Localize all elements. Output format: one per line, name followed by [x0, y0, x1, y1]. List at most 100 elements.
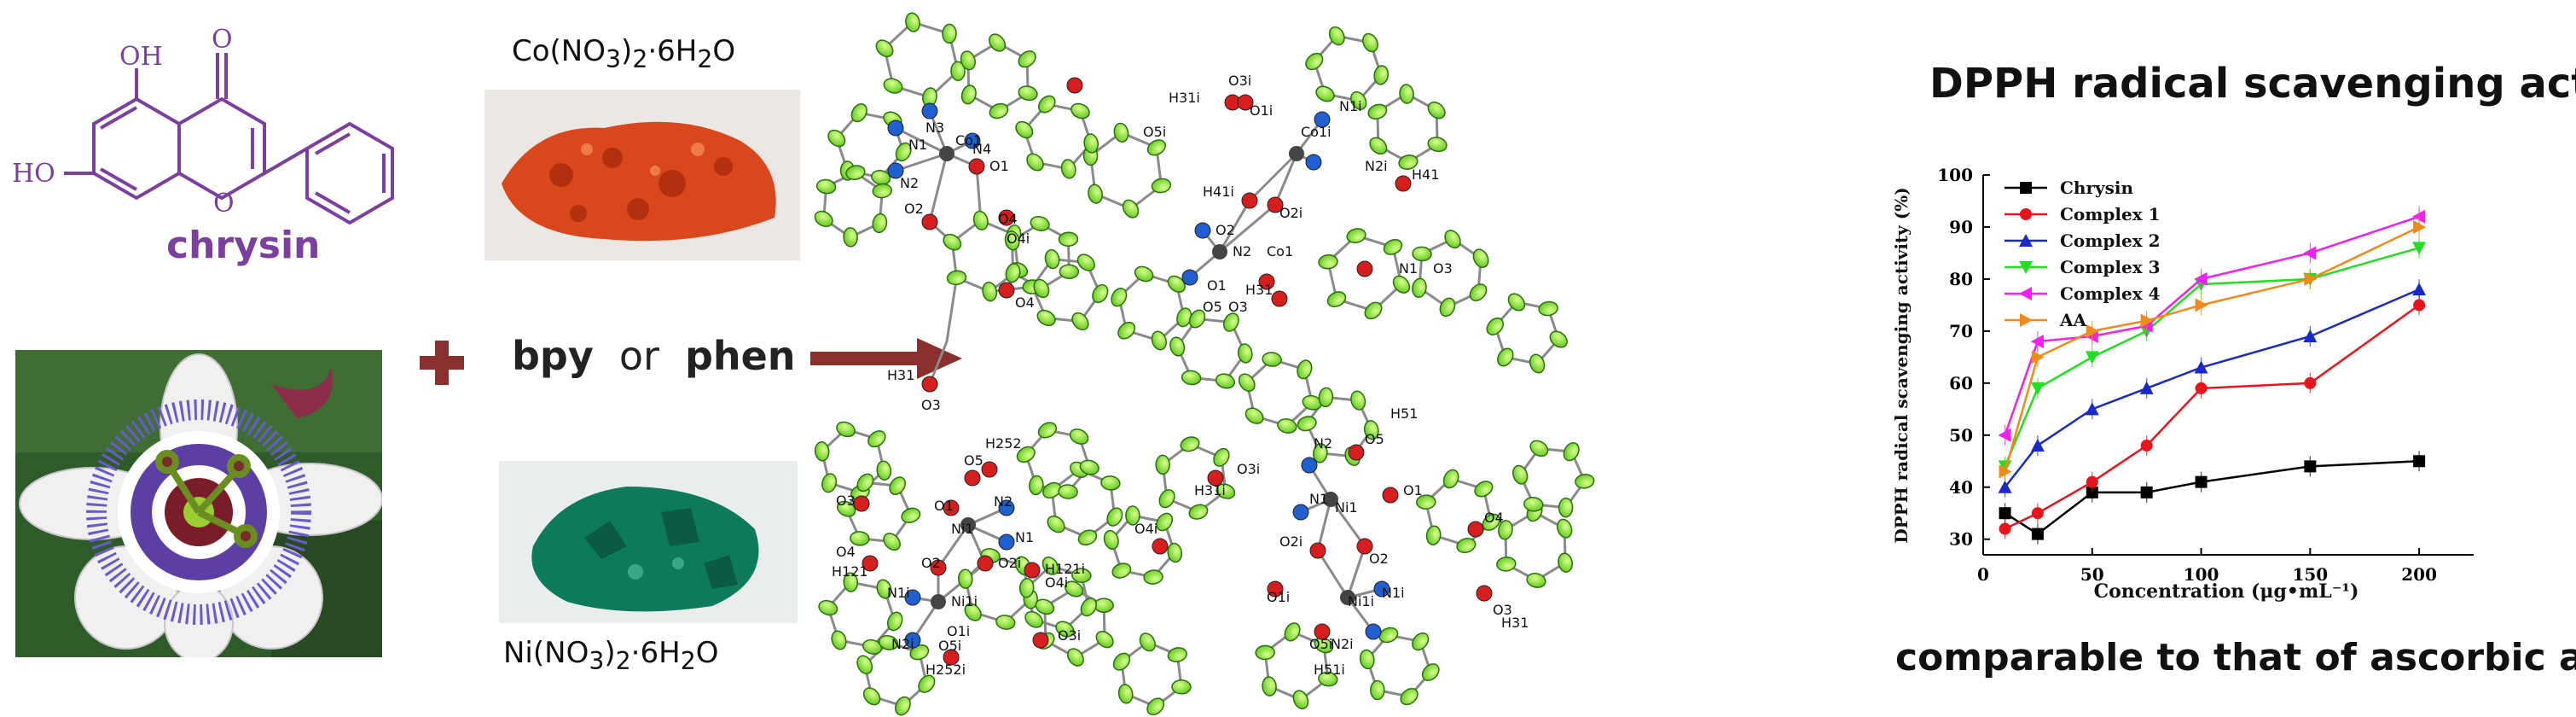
data-point — [2412, 209, 2426, 224]
data-point — [2030, 382, 2045, 395]
carbon-atom — [1035, 598, 1055, 615]
data-point — [2304, 271, 2318, 286]
oxygen-atom — [981, 461, 998, 478]
carbon-atom — [1359, 649, 1375, 670]
carbon-atom — [1069, 428, 1089, 445]
atom-label: Ni1 — [1335, 499, 1358, 516]
carbon-atom — [1305, 52, 1324, 71]
atom-label: H31i — [1194, 482, 1226, 498]
carbon-atom — [1318, 671, 1338, 687]
carbon-atom — [950, 61, 966, 82]
carbon-atom — [1427, 137, 1448, 153]
data-point — [2304, 460, 2317, 473]
carbon-atom — [943, 233, 962, 251]
oxygen-atom — [964, 469, 981, 487]
carbon-atom — [836, 500, 856, 517]
carbon-atom — [1112, 652, 1131, 671]
atom-label: N1i — [1339, 98, 1362, 114]
carbon-atom — [1167, 542, 1183, 563]
atom-label: O1i — [1267, 589, 1290, 605]
oxygen-atom — [1207, 469, 1224, 487]
atom-label: Co1 — [1267, 243, 1293, 259]
data-point — [2031, 528, 2044, 540]
carbon-atom — [1222, 312, 1239, 332]
nitrogen-atom — [887, 162, 904, 179]
carbon-atom — [1060, 159, 1076, 179]
carbon-atom — [895, 142, 912, 162]
data-point — [1998, 480, 2012, 493]
carbon-atom — [1071, 568, 1092, 583]
oxygen-atom — [862, 555, 879, 572]
atom-label: O1 — [1403, 482, 1423, 498]
carbon-atom — [872, 213, 888, 234]
carbon-atom — [1362, 32, 1378, 53]
carbon-atom — [946, 270, 967, 286]
data-point — [2195, 475, 2208, 488]
atom-label: N1i — [1382, 585, 1405, 601]
atom-label: O5i — [938, 638, 961, 654]
atom-label: O2 — [1215, 222, 1235, 238]
oxygen-atom — [968, 158, 985, 175]
series-complex-1 — [1999, 294, 2426, 539]
atom-label: N3 — [925, 120, 944, 136]
atom-label: H51i — [1314, 662, 1345, 678]
carbon-atom — [1111, 563, 1132, 579]
oxygen-atom — [921, 213, 938, 230]
carbon-atom — [1237, 343, 1253, 364]
carbon-atom — [1139, 632, 1156, 652]
atom-label: O4 — [1015, 294, 1035, 311]
carbon-atom — [889, 476, 907, 496]
carbon-atom — [1094, 598, 1114, 613]
y-tick-label: 40 — [1949, 477, 1973, 498]
atom-label: O3 — [921, 397, 941, 413]
atom-label: N2 — [1233, 243, 1251, 259]
legend-marker — [2020, 208, 2032, 220]
carbon-atom — [856, 655, 873, 675]
carbon-atom — [1482, 513, 1500, 531]
data-point — [2086, 475, 2098, 488]
carbon-atom — [1346, 228, 1366, 244]
carbon-atom — [1151, 330, 1167, 351]
atom-label: H51 — [1390, 405, 1418, 422]
carbon-atom — [918, 674, 936, 693]
carbon-atom — [1167, 275, 1186, 293]
atom-label: Ni1i — [1348, 593, 1374, 609]
oxygen-atom — [1309, 542, 1326, 559]
series-complex-2 — [1998, 279, 2427, 498]
series-line — [2004, 460, 2420, 536]
carbon-atom — [1392, 275, 1411, 294]
nickel-atom — [1340, 590, 1355, 605]
carbon-atom — [1370, 679, 1385, 701]
carbon-atom — [895, 696, 911, 716]
y-tick-label: 100 — [1937, 165, 1973, 185]
nitrogen-atom — [1365, 623, 1382, 640]
atom-label: O3i — [1237, 461, 1260, 477]
atom-label: N2i — [1365, 158, 1388, 174]
atom-label: O2i — [1279, 205, 1303, 221]
oxygen-atom — [1267, 196, 1284, 213]
carbon-atom — [1113, 122, 1129, 143]
atom-label: O5i — [1309, 636, 1332, 652]
carbon-atom — [1558, 552, 1573, 573]
legend-marker — [2019, 234, 2033, 247]
footer-conclusion: comparable to that of ascorbic acid — [1895, 636, 2576, 679]
oxygen-atom — [1476, 585, 1493, 602]
ligand-options: bpy or phen — [512, 333, 796, 379]
carbon-atom — [875, 39, 894, 57]
carbon-atom — [1314, 637, 1334, 654]
carbon-atom — [1088, 184, 1104, 204]
carbon-atom — [1181, 370, 1202, 386]
carbon-atom — [883, 78, 903, 94]
carbon-atom — [1398, 154, 1419, 170]
data-point — [2085, 402, 2099, 416]
nitrogen-atom — [1373, 580, 1390, 598]
legend-item: AA — [2005, 310, 2087, 330]
atom-label: O3 — [1228, 299, 1248, 315]
nickel-salt-photo — [499, 461, 798, 623]
oxygen-atom — [943, 499, 960, 516]
carbon-atom — [1469, 283, 1488, 302]
atom-label: O4i — [1045, 574, 1068, 591]
carbon-atom — [1369, 137, 1388, 155]
carbon-atom — [815, 178, 837, 195]
